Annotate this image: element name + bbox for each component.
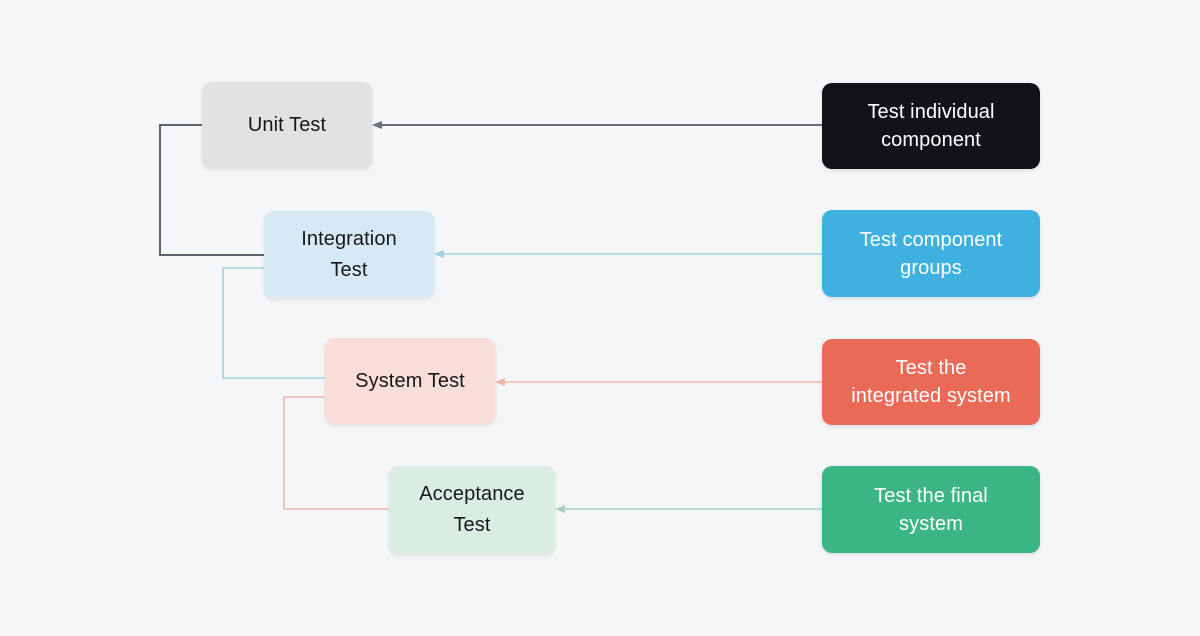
description-box-test-the-final-system: Test the final system	[822, 466, 1040, 553]
description-label-test-individual-component: Test individual component	[867, 101, 995, 151]
stage-label-unit-test: Unit Test	[247, 113, 327, 136]
stage-label-integration-test: Integration Test	[301, 227, 397, 281]
stage-box-acceptance-test: Acceptance Test	[389, 466, 555, 554]
stage-label-system-test: System Test	[355, 369, 465, 392]
description-box-test-component-groups: Test component groups	[822, 210, 1040, 297]
stage-box-integration-test: Integration Test	[264, 211, 434, 298]
stage-box-unit-test: Unit Test	[202, 82, 372, 168]
description-label-test-the-final-system: Test the final system	[874, 484, 988, 535]
stage-label-acceptance-test: Acceptance Test	[419, 483, 525, 536]
description-label-test-component-groups: Test component groups	[859, 228, 1003, 279]
description-box-test-individual-component: Test individual component	[822, 83, 1040, 169]
description-label-test-the-integrated-system: Test the integrated system	[851, 357, 1011, 407]
stage-box-system-test: System Test	[325, 338, 495, 424]
description-box-test-the-integrated-system: Test the integrated system	[822, 339, 1040, 425]
